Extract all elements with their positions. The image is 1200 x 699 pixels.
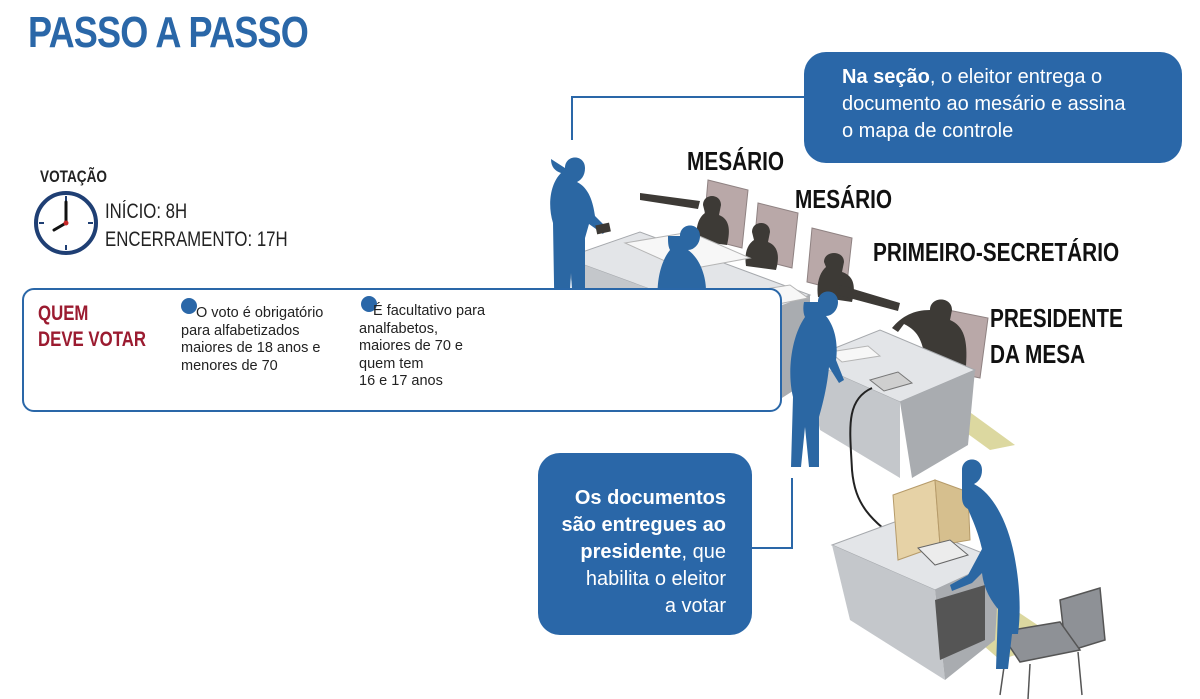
label-primeiro-secretario: PRIMEIRO-SECRETÁRIO — [873, 237, 1120, 267]
bullet-dot-icon — [181, 298, 197, 314]
urn-cable — [849, 387, 906, 546]
seated-officials — [640, 193, 967, 366]
page-title: PASSO A PASSO — [28, 8, 309, 57]
votacao-title: VOTAÇÃO — [40, 167, 107, 186]
votacao-encerramento: ENCERRAMENTO: 17H — [105, 228, 288, 251]
callout-documentos-line5: a votar — [664, 595, 726, 617]
clock-icon — [34, 191, 98, 255]
connector-line-top — [571, 96, 806, 140]
obrigatorio-line3: maiores de 18 anos e — [181, 340, 321, 356]
bullet-dot-icon — [361, 296, 377, 312]
callout-documentos: Os documentos são entregues ao president… — [538, 453, 752, 635]
callout-documentos-rest3: , que — [681, 541, 726, 563]
facultativo-text: É facultativo para analfabetos, maiores … — [359, 303, 485, 391]
facultativo-line2: analfabetos, — [359, 320, 439, 337]
booth-chair — [998, 587, 1106, 699]
callout-secao-line2: documento ao mesário e assina — [842, 93, 1126, 115]
label-presidente-line1: PRESIDENTE — [990, 303, 1123, 333]
facultativo-line1: É facultativo para — [373, 303, 486, 319]
obrigatorio-line2: para alfabetizados — [181, 322, 300, 339]
callout-secao-bold: Na seção — [842, 66, 930, 88]
callout-documentos-bold3: presidente — [580, 541, 682, 563]
callout-documentos-line4: habilita o eleitor — [585, 568, 726, 590]
callout-secao-line1: , o eleitor entrega o — [929, 66, 1103, 88]
callout-na-secao: Na seção, o eleitor entrega o documento … — [804, 52, 1182, 163]
callout-secao-line3: o mapa de controle — [842, 120, 1014, 142]
votacao-inicio: INÍCIO: 8H — [105, 200, 188, 223]
callout-documentos-line2: são entregues ao — [561, 514, 726, 536]
quem-deve-votar-title-line2: DEVE VOTAR — [38, 328, 146, 351]
callout-documentos-line1: Os documentos — [574, 487, 726, 509]
facultativo-line3: maiores de 70 e — [359, 338, 463, 354]
facultativo-line5: 16 e 17 anos — [359, 373, 443, 389]
president-table — [803, 329, 977, 478]
quem-deve-votar-title: QUEM DEVE VOTAR — [38, 301, 146, 353]
obrigatorio-line4: menores de 70 — [181, 357, 278, 374]
connector-line-bottom — [752, 478, 793, 549]
label-presidente-da-mesa: PRESIDENTE DA MESA — [990, 300, 1123, 372]
label-presidente-line2: DA MESA — [990, 339, 1086, 369]
obrigatorio-line1: O voto é obrigatório — [196, 305, 324, 321]
label-mesario-1: MESÁRIO — [687, 146, 785, 176]
quem-deve-votar-title-line1: QUEM — [38, 302, 89, 325]
quem-deve-votar-panel — [22, 288, 782, 412]
label-mesario-2: MESÁRIO — [795, 184, 893, 214]
obrigatorio-text: O voto é obrigatório para alfabetizados … — [181, 305, 323, 375]
facultativo-line4: quem tem — [359, 355, 424, 372]
voting-booth — [830, 479, 1002, 680]
